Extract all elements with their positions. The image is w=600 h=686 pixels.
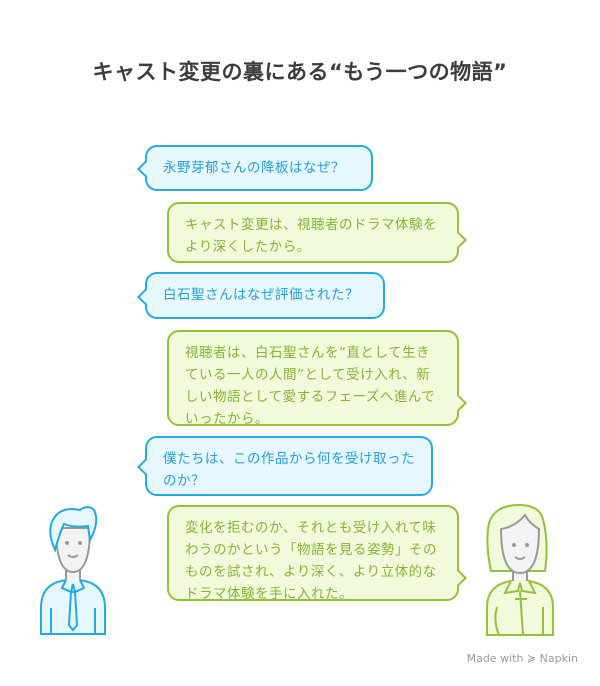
napkin-logo-icon: ≽: [526, 652, 537, 665]
question-bubble-1: 永野芽郁さんの降板はなぜ？: [145, 145, 373, 191]
question-bubble-3: 僕たちは、この作品から何を受け取ったのか？: [145, 436, 433, 496]
answer-bubble-2: 視聴者は、白石聖さんを“直として生きている一人の人間”として受け入れ、新しい物語…: [167, 330, 459, 427]
question-bubble-2: 白石聖さんはなぜ評価された？: [145, 272, 385, 319]
page-title: キャスト変更の裏にある“もう一つの物語”: [92, 60, 508, 84]
made-with-label: Made with: [466, 652, 524, 665]
woman-avatar-icon: [486, 503, 554, 636]
man-avatar-icon: [40, 506, 106, 635]
answer-bubble-1: キャスト変更は、視聴者のドラマ体験をより深くしたから。: [167, 202, 459, 263]
napkin-attribution: Made with ≽ Napkin: [467, 652, 578, 665]
answer-bubble-3: 変化を拒むのか、それとも受け入れて味わうのかという「物語を見る姿勢」そのものを試…: [167, 505, 459, 602]
napkin-brand: Napkin: [539, 652, 578, 665]
